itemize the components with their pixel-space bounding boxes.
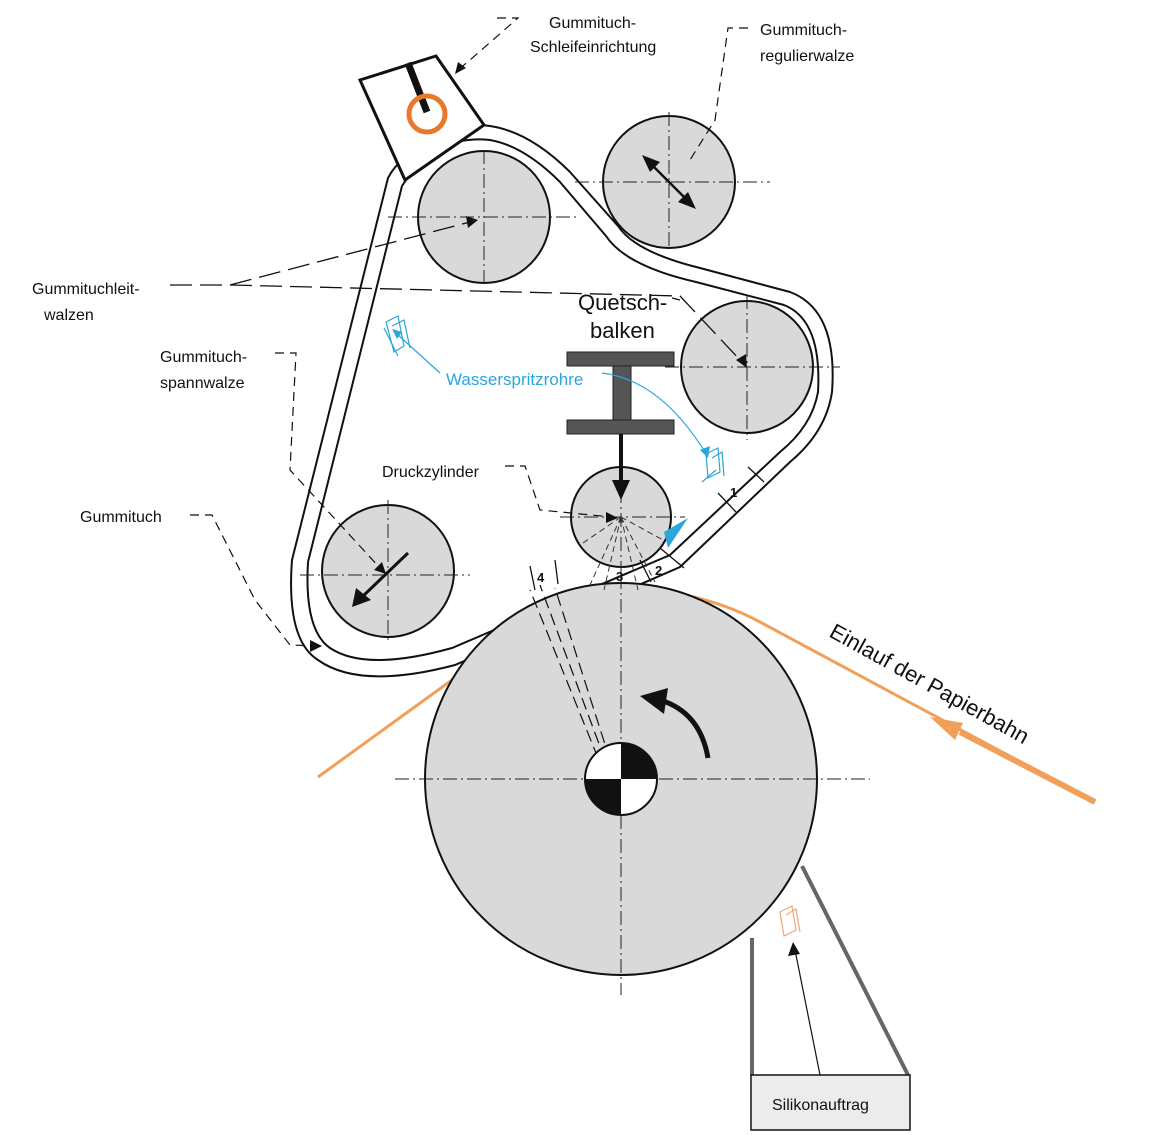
label-squeeze-line2: balken	[590, 318, 655, 343]
label-silicone: Silikonauftrag	[772, 1097, 869, 1114]
label-guide-line1: Gummituchleit-	[32, 281, 140, 298]
label-guide-line2: walzen	[43, 307, 94, 324]
zone-number-2: 2	[655, 563, 662, 578]
label-pressure-cylinder: Druckzylinder	[382, 464, 480, 481]
blanket-belt-inner	[306, 138, 820, 661]
zone-number-3: 3	[616, 569, 623, 584]
tension-arrow	[352, 551, 410, 607]
label-squeeze-line1: Quetsch-	[578, 290, 667, 315]
leader-guide-2	[229, 284, 743, 363]
drum-center-symbol	[584, 742, 658, 816]
leader-tension	[275, 352, 381, 569]
zone-number-4: 4	[537, 570, 545, 585]
silicone-spray-icon	[779, 905, 801, 937]
leader-guide-1-head	[466, 216, 478, 228]
leader-pressure-cylinder-head	[606, 512, 618, 523]
label-water-pipes: Wasserspritzrohre	[446, 370, 583, 389]
silicone-leader-head	[788, 942, 800, 956]
label-regulator-line1: Gummituch-	[760, 22, 847, 39]
leader-tension-head	[374, 562, 386, 574]
water-wedge	[664, 518, 688, 548]
label-regulator-line2: regulierwalze	[760, 48, 854, 65]
leader-regulator	[689, 27, 748, 161]
label-blanket: Gummituch	[80, 509, 162, 526]
water-leader-left	[396, 333, 441, 374]
leader-squeeze	[671, 297, 681, 301]
silicone-box	[750, 1074, 911, 1131]
water-leader-right-head	[700, 446, 710, 458]
label-grinder-line1: Gummituch-	[549, 15, 636, 32]
water-spray-right-icon	[701, 447, 725, 483]
regulator-adjust-arrow	[642, 155, 696, 209]
label-grinder-line2: Schleifeinrichtung	[530, 39, 656, 56]
blanket-belt	[290, 123, 834, 678]
paper-direction-arrow	[930, 717, 963, 740]
drum-rays	[529, 584, 611, 761]
squeeze-beam	[566, 351, 675, 435]
leader-blanket-head	[310, 640, 322, 652]
pressure-cylinder-rays	[579, 516, 664, 591]
squeeze-beam-arrowhead	[612, 480, 630, 500]
grinder-ring-icon	[406, 93, 448, 135]
silicone-applicator	[750, 865, 910, 1076]
paper-web-thick-segment	[958, 729, 1097, 805]
zone-number-1: 1	[730, 485, 737, 500]
water-spray-left-icon	[383, 315, 411, 357]
leader-blanket	[190, 514, 319, 647]
label-tension-line1: Gummituch-	[160, 349, 247, 366]
silicone-leader	[794, 949, 821, 1076]
drum-rotation-arrowhead	[640, 688, 668, 714]
leader-guide-2-head	[736, 354, 747, 368]
zone-ticks	[529, 466, 765, 591]
water-leader-left-head	[392, 329, 402, 339]
drum-rotation-arrow	[659, 697, 711, 759]
water-leader-right	[601, 372, 706, 453]
label-paper-inlet: Einlauf der Papierbahn	[826, 619, 1034, 749]
label-tension-line2: spannwalze	[160, 375, 245, 392]
leader-grinder	[457, 17, 520, 71]
leader-grinder-head	[455, 62, 466, 74]
grinder-housing	[357, 54, 487, 183]
